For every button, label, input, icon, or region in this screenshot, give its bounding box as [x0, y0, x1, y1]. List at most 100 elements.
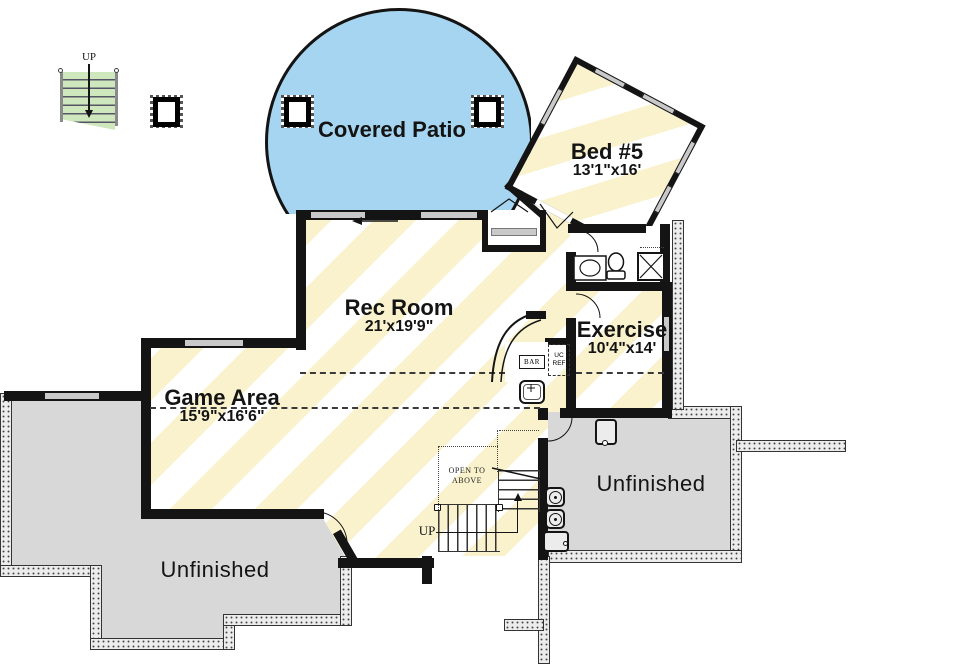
- foundation-wall: [730, 406, 742, 563]
- open-above-boundary: [499, 430, 539, 431]
- furnace-knob: [563, 541, 568, 546]
- up-leader-line: [436, 532, 518, 533]
- open-to-above-label: OPEN TO ABOVE: [448, 466, 486, 486]
- wall: [566, 252, 576, 290]
- room-name: Covered Patio: [318, 117, 466, 142]
- wall: [141, 338, 151, 519]
- room-name: Bed #5: [570, 139, 644, 164]
- room-dims: 13'1"x16': [572, 162, 642, 180]
- stair-lower-flight: [438, 504, 500, 552]
- stair-rail-knob: [58, 68, 63, 73]
- uc-ref-line1: UC: [554, 352, 564, 360]
- uc-ref-box: UC REF: [548, 344, 570, 376]
- up-arrow-line: [517, 500, 518, 533]
- entry-vestibule: [482, 210, 546, 252]
- rec-room-label: Rec Room 21'x19'9": [345, 296, 454, 336]
- window: [184, 339, 244, 347]
- room-name: Game Area: [164, 385, 280, 410]
- wall: [296, 210, 487, 220]
- stairs-up-label: UP: [418, 523, 436, 538]
- wall: [568, 224, 646, 233]
- unfinished-right-label: Unfinished: [597, 472, 706, 495]
- water-heater: [545, 509, 565, 529]
- foundation-wall: [0, 565, 100, 577]
- room-dims: 15'9"x16'6": [179, 408, 265, 426]
- water-heater-ring: [548, 490, 562, 504]
- foundation-wall: [90, 638, 235, 650]
- mechanical-unit-knob: [602, 440, 608, 446]
- room-dims: 10'4"x14': [587, 340, 657, 358]
- wall: [560, 408, 672, 418]
- wall: [141, 509, 324, 519]
- ceiling-break-line: [576, 372, 664, 374]
- window: [539, 87, 564, 126]
- ceiling-break-line: [300, 372, 505, 374]
- patio-column-core: [474, 96, 501, 127]
- water-heater-ring: [548, 512, 562, 526]
- foundation-wall: [0, 393, 12, 577]
- foundation-wall: [223, 614, 352, 626]
- open-above-boundary: [438, 446, 439, 552]
- foundation-wall-stub: [538, 556, 550, 664]
- window: [663, 316, 670, 352]
- game-area-label: Game Area 15'9"x16'6": [164, 386, 279, 426]
- covered-patio-label: Covered Patio: [318, 118, 466, 141]
- window: [641, 92, 676, 115]
- room-name: Unfinished: [160, 557, 270, 582]
- room-name: Rec Room: [344, 295, 454, 320]
- foundation-wall-stub: [736, 440, 846, 452]
- window: [653, 184, 673, 214]
- window: [674, 140, 697, 175]
- wall-stub: [526, 311, 546, 319]
- patio-column: [471, 95, 504, 128]
- unfinished-right-floor: [548, 412, 732, 555]
- foundation-wall: [548, 550, 742, 563]
- wall: [338, 558, 434, 568]
- foundation-wall-stub: [504, 619, 544, 631]
- open-above-boundary: [438, 446, 498, 447]
- water-heater: [545, 487, 565, 507]
- wall: [566, 318, 576, 413]
- stair-newel: [434, 504, 441, 511]
- wall: [566, 282, 672, 291]
- bar-sink: [519, 380, 545, 404]
- window: [420, 211, 478, 219]
- bed5-label: Bed #5 13'1"x16': [571, 140, 643, 180]
- uc-ref-line2: REF: [552, 360, 566, 367]
- wall: [422, 556, 432, 584]
- stair-direction-line: [88, 64, 90, 112]
- room-dims: 21'x19'9": [364, 318, 434, 336]
- bar-label-box: BAR: [519, 355, 545, 369]
- window: [593, 67, 627, 89]
- exercise-label: Exercise 10'4"x14': [577, 318, 668, 358]
- wall-stub: [545, 338, 569, 345]
- exterior-stairs-up-label: UP: [81, 51, 97, 63]
- stair-rail: [115, 72, 118, 126]
- up-arrow-head: [514, 493, 522, 501]
- window: [44, 392, 100, 400]
- window: [310, 211, 366, 219]
- wall: [660, 224, 670, 291]
- wall: [538, 438, 548, 560]
- patio-column: [150, 95, 183, 128]
- stair-upper-flight: [498, 470, 540, 512]
- stair-rail: [60, 72, 63, 122]
- exterior-stairs: UP: [58, 51, 119, 132]
- wall: [296, 210, 306, 350]
- ceiling-break-line: [150, 407, 540, 409]
- window-seat: [491, 228, 537, 236]
- patio-column-core: [284, 96, 311, 127]
- shower-dotted-line: [640, 247, 664, 248]
- patio-column-core: [153, 96, 180, 127]
- unfinished-left-label: Unfinished: [161, 558, 270, 581]
- foundation-wall: [672, 220, 684, 410]
- furnace: [543, 531, 569, 552]
- stair-newel: [496, 504, 503, 511]
- open-above-boundary: [497, 430, 498, 472]
- stair-rail-knob: [114, 68, 119, 73]
- bar-label: BAR: [524, 358, 540, 366]
- stair-direction-arrow: [85, 110, 93, 118]
- room-name: Unfinished: [596, 471, 706, 496]
- wall: [538, 408, 548, 420]
